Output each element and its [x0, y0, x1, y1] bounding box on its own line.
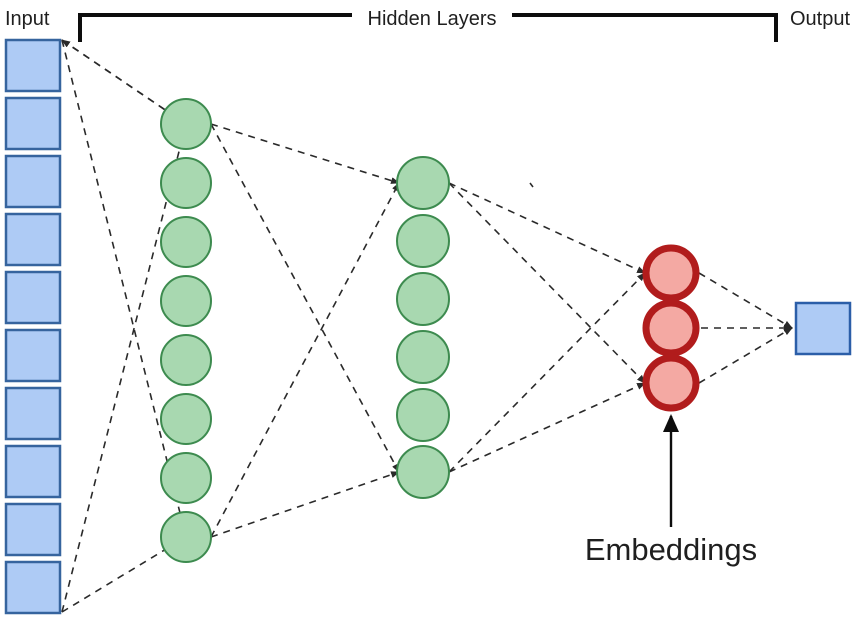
embedding-node[interactable] [642, 244, 700, 302]
output-label: Output [790, 8, 850, 30]
input-node[interactable] [4, 328, 62, 383]
hidden-node[interactable] [160, 334, 212, 386]
connections-embeddings-to-output [698, 272, 793, 384]
hidden-node[interactable] [160, 98, 212, 150]
hidden-node[interactable] [396, 156, 450, 210]
hidden-node[interactable] [160, 511, 212, 563]
embedding-node[interactable] [642, 354, 700, 412]
hidden-node[interactable] [396, 272, 450, 326]
hidden-node[interactable] [396, 388, 450, 442]
hidden-layers-bracket [78, 13, 778, 42]
input-layer [4, 38, 62, 615]
input-node[interactable] [4, 270, 62, 325]
embedding-node[interactable] [642, 299, 700, 357]
hidden-layers-label: Hidden Layers [368, 8, 497, 30]
hidden-node[interactable] [396, 445, 450, 499]
hidden-node[interactable] [160, 157, 212, 209]
input-label: Input [5, 8, 50, 30]
hidden-node[interactable] [160, 393, 212, 445]
hidden-layer-2 [396, 156, 450, 499]
input-node[interactable] [4, 386, 62, 441]
hidden-node[interactable] [160, 216, 212, 268]
hidden-node[interactable] [160, 452, 212, 504]
stray-dash-artifact [529, 182, 534, 188]
embedding-layer [642, 244, 700, 412]
input-node[interactable] [4, 154, 62, 209]
input-node[interactable] [4, 502, 62, 557]
input-node[interactable] [4, 96, 62, 151]
input-node[interactable] [4, 560, 62, 615]
output-layer [794, 301, 852, 356]
input-node[interactable] [4, 38, 62, 93]
output-node[interactable] [794, 301, 852, 356]
connections-hidden1-to-hidden2 [210, 123, 400, 538]
input-node[interactable] [4, 444, 62, 499]
hidden-layer-1 [160, 98, 212, 563]
input-node[interactable] [4, 212, 62, 267]
hidden-node[interactable] [396, 214, 450, 268]
hidden-node[interactable] [160, 275, 212, 327]
connections-hidden2-to-embeddings [448, 182, 646, 473]
embeddings-label: Embeddings [585, 532, 757, 567]
hidden-node[interactable] [396, 330, 450, 384]
